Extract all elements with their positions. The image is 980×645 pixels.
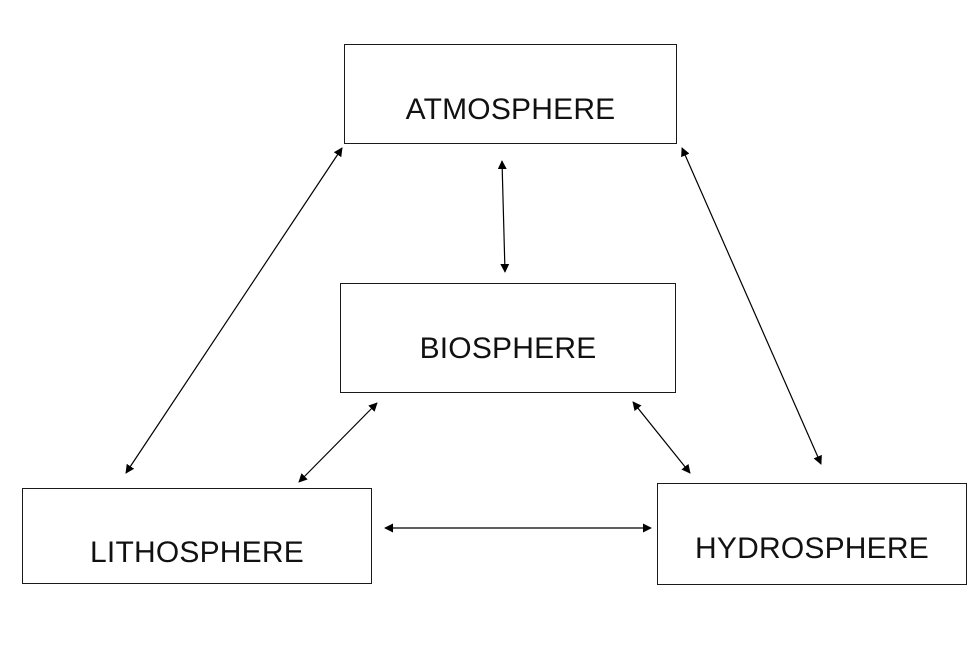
arrow-atmosphere-hydrosphere [681, 147, 822, 465]
lithosphere-label: LITHOSPHERE [90, 536, 304, 569]
arrow-atmosphere-biosphere [497, 160, 510, 273]
lithosphere-box: LITHOSPHERE [22, 488, 372, 584]
arrow-atmosphere-lithosphere [125, 147, 343, 474]
hydrosphere-label: HYDROSPHERE [695, 532, 929, 565]
atmosphere-box: ATMOSPHERE [344, 44, 677, 144]
biosphere-box: BIOSPHERE [340, 283, 676, 393]
biosphere-label: BIOSPHERE [419, 332, 597, 365]
arrow-biosphere-hydrosphere [632, 401, 691, 474]
atmosphere-label: ATMOSPHERE [405, 93, 616, 126]
arrow-biosphere-lithosphere [298, 402, 378, 483]
hydrosphere-box: HYDROSPHERE [657, 483, 967, 585]
